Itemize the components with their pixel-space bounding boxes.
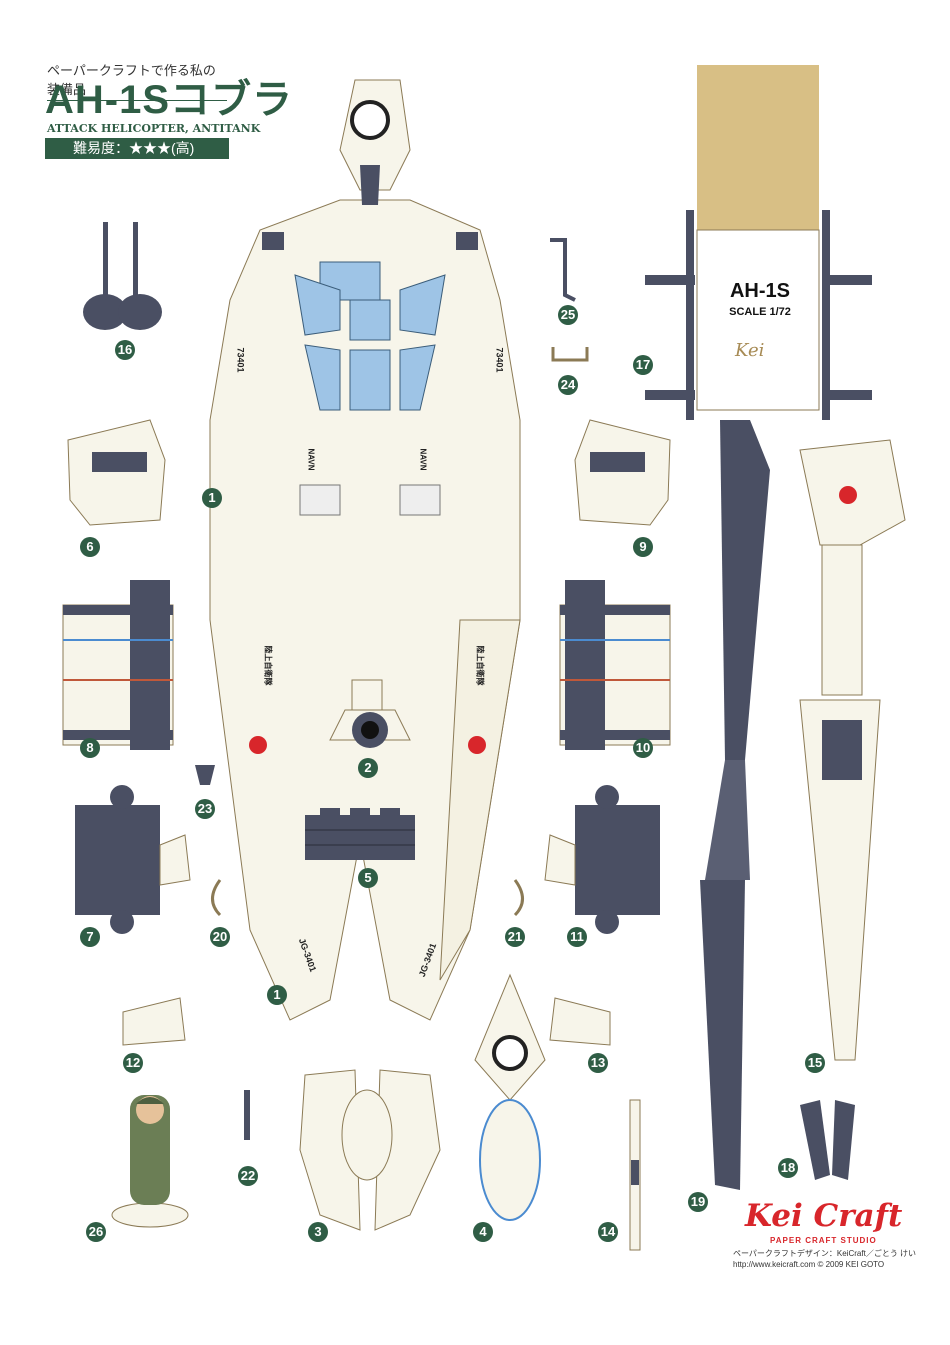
part-number-10: 10	[633, 738, 653, 758]
roundel-right	[468, 736, 486, 754]
tail-number-left: 73401	[235, 347, 246, 373]
soldier-figure-part-26	[111, 1095, 189, 1228]
engine-part-5	[305, 808, 415, 860]
stub-wing-part-9	[574, 419, 671, 526]
stand-model-name: AH-1S	[729, 280, 790, 302]
tow-launcher-part-11	[544, 785, 660, 934]
gun-part-16	[83, 222, 162, 330]
nav-marking-right: NAVN	[418, 448, 428, 471]
display-stand-part-17	[645, 65, 872, 420]
part-number-16: 16	[115, 340, 135, 360]
handle-part-24	[551, 347, 589, 362]
nav-marking-left: NAVN	[306, 448, 316, 471]
difficulty-badge: 難易度：★★★(高)	[45, 138, 229, 159]
part-number-24: 24	[558, 375, 578, 395]
part-number-1b: 1	[267, 985, 287, 1005]
design-credit: ペーパークラフトデザイン：KeiCraft／ごとう けい	[733, 1249, 917, 1258]
nose-part-4	[474, 973, 546, 1221]
part-number-2: 2	[358, 758, 378, 778]
tail-number-right: 73401	[494, 347, 505, 373]
part-number-17: 17	[633, 355, 653, 375]
canopy	[294, 261, 446, 411]
fins-part-3	[299, 1069, 441, 1231]
antenna-part-22	[244, 1090, 250, 1140]
rocket-pod-part-10	[559, 580, 671, 750]
tail-rotor-part-14	[629, 1099, 641, 1251]
panel-part-12	[122, 997, 186, 1046]
part-25	[550, 238, 576, 302]
stub-wing-part-6	[67, 419, 166, 526]
mast	[360, 165, 380, 205]
part-number-3: 3	[308, 1222, 328, 1242]
part-number-19: 19	[688, 1192, 708, 1212]
part-number-22: 22	[238, 1166, 258, 1186]
army-marking-left: 陸上自衛隊	[263, 645, 273, 686]
part-number-8: 8	[80, 738, 100, 758]
part-number-9: 9	[633, 537, 653, 557]
brand-studio: PAPER CRAFT STUDIO	[770, 1236, 877, 1245]
rotor-hub-ring	[350, 100, 390, 140]
part-number-15: 15	[805, 1053, 825, 1073]
fuselage-part-1	[209, 79, 521, 1021]
part-number-14: 14	[598, 1222, 618, 1242]
stand-scale: SCALE 1/72	[729, 306, 791, 318]
skid-part-21	[513, 879, 524, 917]
page-title: AH-1Sコブラ	[45, 78, 294, 122]
part-number-25: 25	[558, 305, 578, 325]
part-number-21: 21	[505, 927, 525, 947]
part-number-26: 26	[86, 1222, 106, 1242]
army-marking-right: 陸上自衛隊	[475, 645, 485, 686]
nose-turret-part-2	[329, 679, 411, 748]
part-number-4: 4	[473, 1222, 493, 1242]
stand-signature: Kei	[735, 340, 765, 361]
subtitle: ペーパークラフトで作る私の装備品	[47, 60, 227, 101]
part-number-13: 13	[588, 1053, 608, 1073]
english-title: ATTACK HELICOPTER, ANTITANK	[47, 122, 261, 135]
part-number-20: 20	[210, 927, 230, 947]
rotor-blade-part-19	[700, 420, 770, 1190]
part-23	[195, 765, 215, 785]
part-number-12: 12	[123, 1053, 143, 1073]
part-number-1: 1	[202, 488, 222, 508]
part-number-7: 7	[80, 927, 100, 947]
roundel-left	[249, 736, 267, 754]
tow-launcher-part-7	[75, 785, 191, 934]
part-number-6: 6	[80, 537, 100, 557]
url-copyright: http://www.keicraft.com © 2009 KEI GOTO	[733, 1260, 885, 1269]
tail-boom-part-15	[799, 439, 906, 1061]
part-number-23: 23	[195, 799, 215, 819]
part-number-18: 18	[778, 1158, 798, 1178]
rocket-pod-part-8	[62, 580, 174, 750]
skid-part-20	[211, 879, 222, 917]
brand-logo: Kei Craft	[745, 1198, 903, 1234]
skid-part-18	[800, 1100, 855, 1180]
panel-part-13	[549, 997, 611, 1046]
part-number-5: 5	[358, 868, 378, 888]
part-number-11: 11	[567, 927, 587, 947]
